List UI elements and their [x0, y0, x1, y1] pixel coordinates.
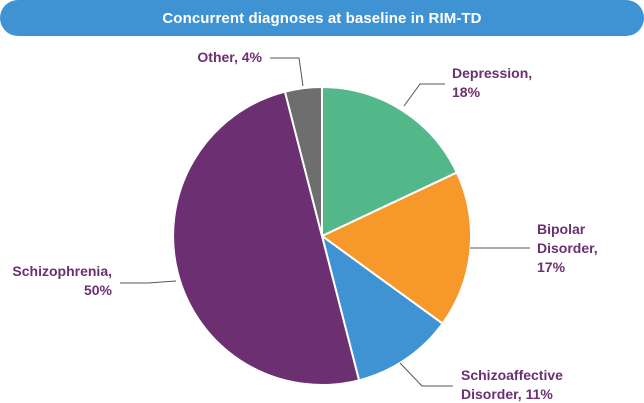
- leader-line: [399, 362, 453, 387]
- leader-line: [270, 57, 304, 87]
- pie-slice-depression: [321, 86, 458, 237]
- pie-slice-other: [283, 86, 323, 237]
- chart-title: Concurrent diagnoses at baseline in RIM-…: [162, 9, 482, 27]
- chart-title-bar: Concurrent diagnoses at baseline in RIM-…: [0, 0, 644, 36]
- slice-label: Other, 4%: [197, 49, 262, 65]
- pie-slice-bipolar-disorder: [321, 171, 472, 325]
- slice-label: Schizophrenia,50%: [12, 263, 112, 298]
- leader-line: [403, 83, 445, 107]
- pie-slice-schizophrenia: [172, 90, 361, 386]
- pie-slices: [172, 86, 472, 386]
- pie-slice-schizoaffective-disorder: [321, 235, 444, 382]
- leader-line: [120, 280, 177, 284]
- slice-label: Depression,18%: [452, 65, 532, 100]
- leader-lines: [120, 57, 530, 387]
